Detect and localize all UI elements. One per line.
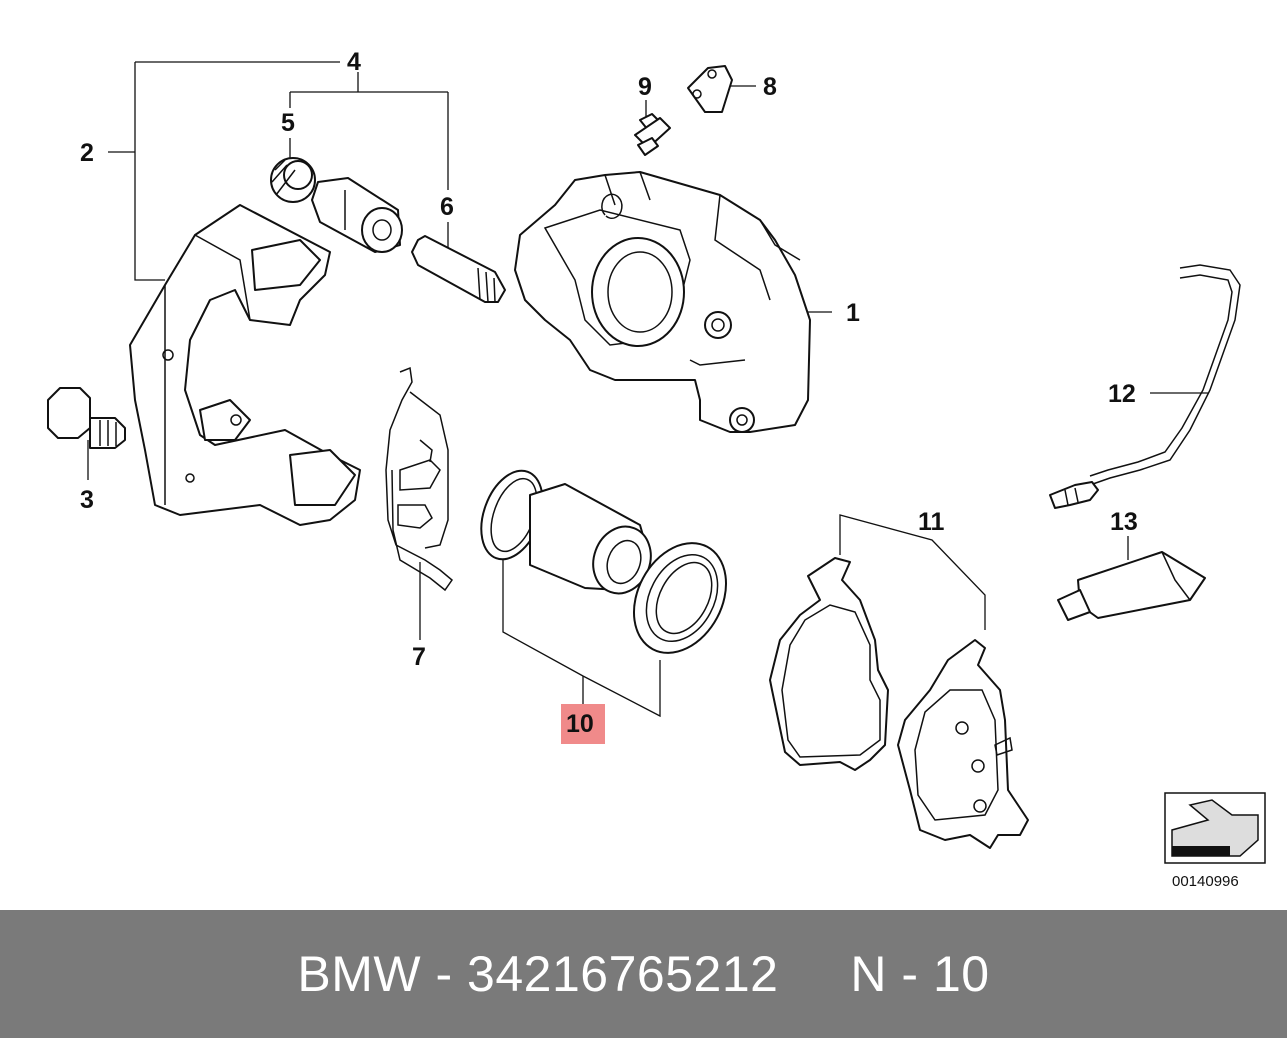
guide-bushing xyxy=(311,177,403,253)
guide-dust-cap xyxy=(270,157,316,203)
brake-caliper xyxy=(514,171,811,433)
wear-sensor xyxy=(1049,264,1241,509)
label-3: 3 xyxy=(80,486,94,514)
brake-pad-set xyxy=(769,557,1029,849)
label-1: 1 xyxy=(846,299,860,327)
hex-bolt xyxy=(47,387,126,449)
bleeder-valve xyxy=(634,113,671,156)
highlight-box xyxy=(561,704,605,744)
label-7: 7 xyxy=(412,643,426,671)
label-11: 11 xyxy=(918,508,945,536)
reference-pictogram xyxy=(1164,792,1266,864)
position-number: N - 10 xyxy=(850,946,990,1002)
label-4: 4 xyxy=(347,48,361,76)
parts-diagram: 1 2 3 4 5 6 7 8 9 10 11 12 13 00140996 xyxy=(47,48,1266,890)
label-2: 2 xyxy=(80,139,94,167)
brand-name: BMW xyxy=(297,946,422,1002)
anti-rattle-spring xyxy=(385,366,454,592)
part-info-footer: BMW - 34216765212 N - 10 xyxy=(0,910,1287,1038)
caliper-carrier xyxy=(129,204,361,526)
part-number: 34216765212 xyxy=(467,946,779,1002)
label-10: 10 xyxy=(566,710,594,738)
label-6: 6 xyxy=(440,193,454,221)
grease-tube xyxy=(1057,551,1206,621)
label-13: 13 xyxy=(1110,508,1138,536)
label-8: 8 xyxy=(763,73,777,101)
diagram-id: 00140996 xyxy=(1172,873,1239,890)
guide-pin xyxy=(411,235,506,303)
brake-line-clip xyxy=(687,65,733,113)
label-12: 12 xyxy=(1108,380,1136,408)
leader-lines xyxy=(87,61,1208,718)
piston-repair-kit xyxy=(480,469,728,654)
label-5: 5 xyxy=(281,109,295,137)
callout-labels: 1 2 3 4 5 6 7 8 9 10 11 12 13 00140996 xyxy=(80,48,1239,890)
footer-text: BMW - 34216765212 N - 10 xyxy=(297,946,990,1002)
label-9: 9 xyxy=(638,73,652,101)
